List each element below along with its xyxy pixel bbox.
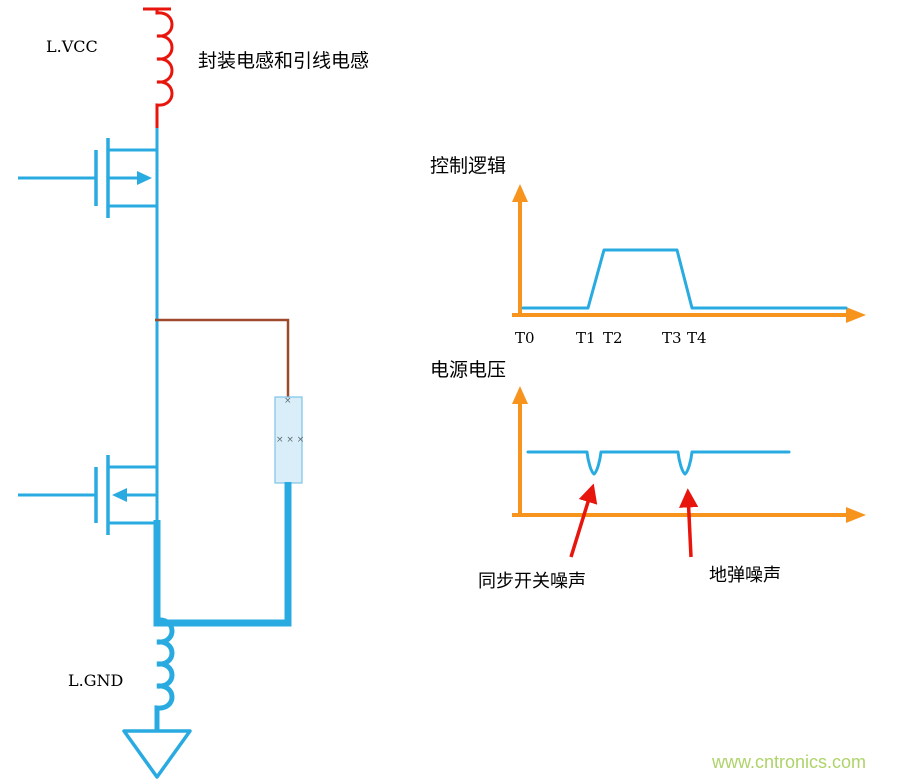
control-plot-title: 控制逻辑 [430,155,506,177]
vcc-label: L.VCC [46,37,98,56]
sso-noise-label: 同步开关噪声 [478,571,586,592]
ground-return-wire [153,482,292,627]
cmos-circuit: × × × × L.VCC 封装电感和引线电感 L.GND [18,7,369,779]
gnd-label: L.GND [68,671,123,690]
supply-voltage-trace [526,450,791,476]
tick-t1: T1 [576,329,596,347]
tick-t2: T2 [603,329,623,347]
ground-bounce-label: 地弹噪声 [709,565,781,586]
package-inductor-label: 封装电感和引线电感 [198,50,369,72]
tick-t4: T4 [687,329,707,347]
supply-x-axis-arrow-icon [846,507,866,523]
supply-y-axis-arrow-icon [512,386,528,404]
sso-noise-arrow-icon [569,483,598,558]
ground-bounce-arrow-icon [679,488,699,558]
load-branch-wire [155,318,290,398]
control-pulse-trace [521,248,848,310]
control-x-axis-arrow-icon [846,307,866,323]
upper-mosfet-icon [18,138,157,218]
supply-voltage-plot: 电源电压 同步开关噪声 地弹噪声 [430,359,866,592]
gnd-package-inductor-coil-icon [154,617,175,734]
capacitor-mark-top: × [284,396,292,406]
ground-symbol-icon [122,729,192,779]
supply-plot-title: 电源电压 [430,359,506,381]
tick-t0: T0 [515,329,535,347]
capacitor-mark-mid: × × × [276,435,304,445]
tick-t3: T3 [662,329,682,347]
site-watermark: www.cntronics.com [711,752,866,772]
control-logic-plot: 控制逻辑 T0 T1 T2 T3 T4 [430,155,866,347]
control-y-axis-arrow-icon [512,184,528,202]
vcc-package-inductor-coil-icon [155,7,174,130]
upper-mosfet-arrow-icon [137,171,152,185]
lower-mosfet-icon [18,455,157,535]
lower-mosfet-arrow-icon [112,488,127,502]
